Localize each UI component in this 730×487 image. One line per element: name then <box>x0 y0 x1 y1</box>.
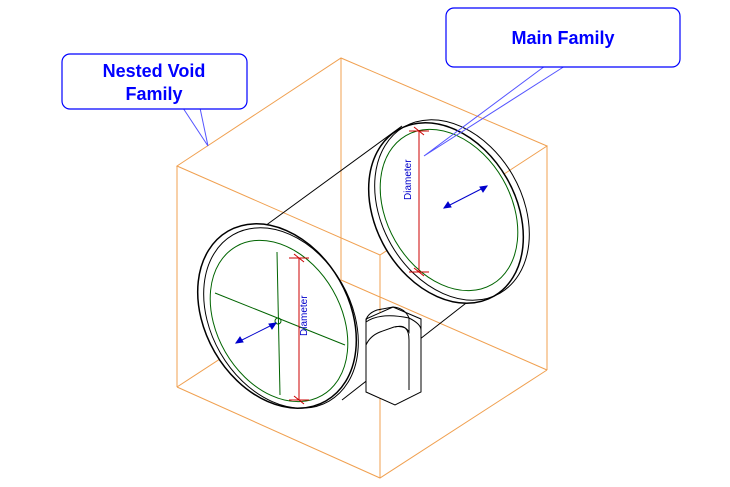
left-diameter-dimension: Diameter <box>289 253 310 405</box>
cylinder-top-silhouette <box>264 125 403 227</box>
left-flip-arrow[interactable] <box>234 322 278 344</box>
nested-void-callout-line1: Nested Void <box>103 61 206 81</box>
main-family-callout-label: Main Family <box>511 28 614 48</box>
right-flip-arrow[interactable] <box>442 185 489 209</box>
nested-void-callout-line2: Family <box>125 84 182 104</box>
nested-void-callout-box <box>61 53 248 110</box>
nested-void-callout: Nested Void Family <box>61 53 248 110</box>
left-center-origin <box>274 317 282 325</box>
nested-void-block-side <box>365 306 422 406</box>
right-flange <box>367 119 530 304</box>
right-reference-circle <box>379 128 519 292</box>
left-flange <box>196 223 359 409</box>
nested-void-leader <box>182 107 209 147</box>
nested-void-block-front <box>365 306 410 346</box>
left-reference-circle <box>209 239 349 403</box>
callout-leaders <box>182 65 566 157</box>
left-dimension-label: Diameter <box>299 295 310 336</box>
main-family-callout: Main Family <box>445 7 681 68</box>
nested-void-block-inner-curve <box>394 325 410 390</box>
right-diameter-dimension: Diameter <box>403 126 429 277</box>
left-flange-rim <box>203 227 359 409</box>
right-flange-rim <box>374 119 530 301</box>
main-family-leader <box>423 65 566 157</box>
nested-void-block <box>365 306 422 406</box>
void-box-bottom-edges <box>176 369 548 479</box>
nested-void-block-top-curve <box>365 315 422 331</box>
right-dimension-label: Diameter <box>403 159 414 200</box>
main-family-callout-box <box>445 7 681 68</box>
